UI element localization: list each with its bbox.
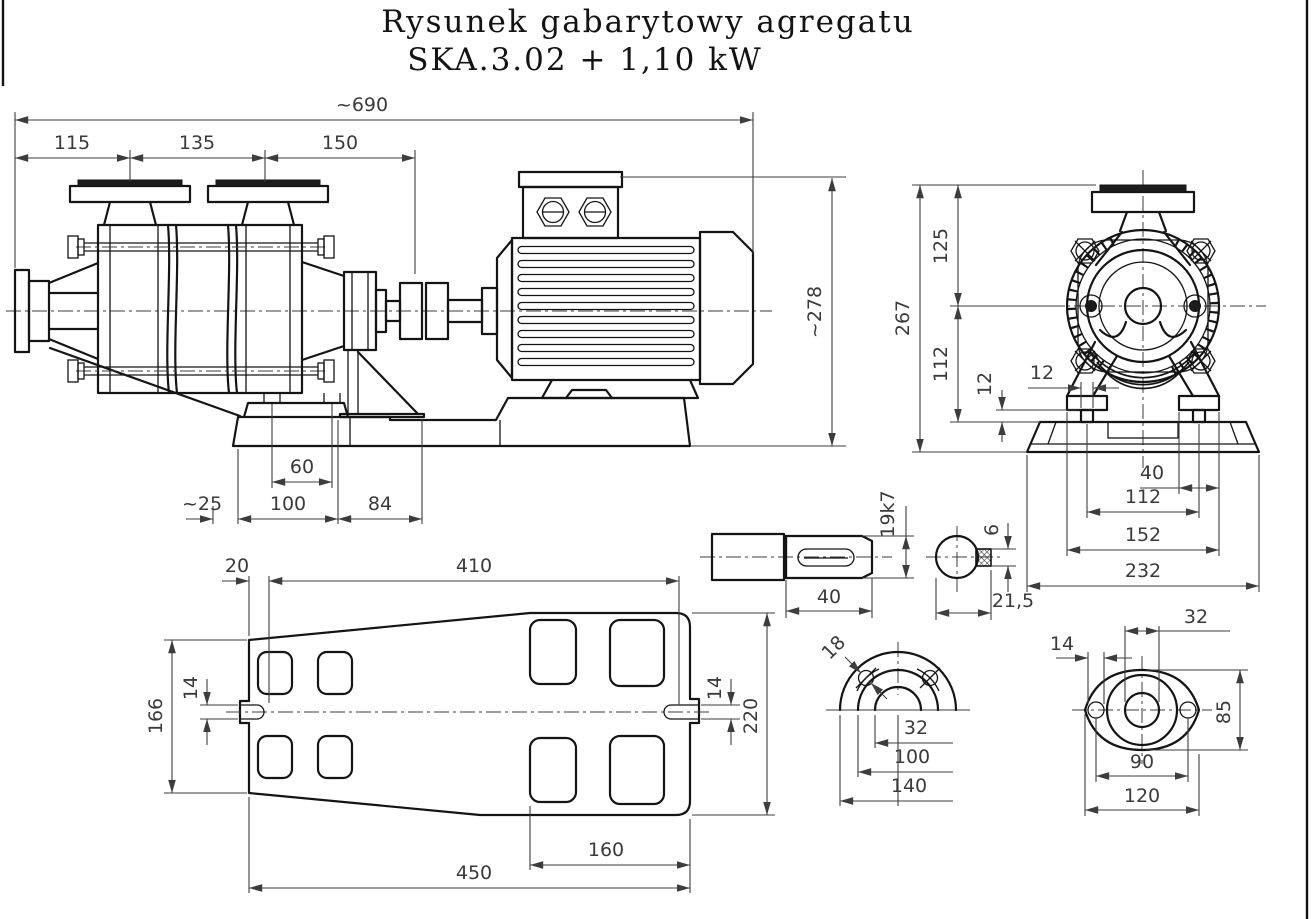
dim-base-25: ~25 — [182, 493, 222, 515]
dim-foot-112: 112 — [1125, 486, 1161, 508]
front-top-flange — [1090, 184, 1196, 267]
dim-pcd-100: 100 — [894, 746, 930, 768]
shaft-dimensions: 19k7 40 — [785, 490, 914, 618]
dim-slot-left-14: 14 — [180, 676, 202, 700]
dim-base-84: 84 — [368, 493, 392, 515]
title-block: Rysunek gabarytowy agregatu SKA.3.02 + 1… — [381, 4, 914, 78]
dim-key-height: 21,5 — [992, 590, 1034, 612]
motor-fan-cover — [698, 230, 755, 386]
suction-flange-dimensions: 18 32 100 140 — [817, 631, 953, 806]
cable-gland-icon — [578, 197, 612, 227]
dim-overall-length: ~690 — [336, 94, 388, 116]
drawing-title: Rysunek gabarytowy agregatu — [381, 4, 914, 40]
dim-axis-to-base: 112 — [930, 346, 952, 382]
tie-rods — [67, 235, 335, 383]
cable-gland-icon — [536, 197, 570, 227]
dim-motor-height: ~278 — [804, 286, 826, 338]
front-legs — [1065, 340, 1221, 424]
casing-circle — [1065, 228, 1221, 390]
port-flange-face-right — [215, 179, 321, 187]
dim-plate-450: 450 — [456, 862, 492, 884]
anchor-slot-right — [663, 704, 699, 720]
front-view-dimensions: 267 125 112 12 12 40 — [892, 184, 1260, 592]
dim-shaft-dia: 19k7 — [877, 490, 899, 537]
plate-dimensions: 20 410 166 14 14 220 160 — [145, 555, 775, 893]
flange-bolt-hole — [855, 667, 877, 689]
dim-plate-166: 166 — [145, 698, 167, 734]
dim-seg-135: 135 — [179, 132, 215, 154]
coupling — [384, 281, 499, 341]
dim-seg-115: 115 — [54, 132, 90, 154]
shaft-hole — [1123, 286, 1163, 326]
pump-casing — [96, 223, 304, 395]
casing-bolt-icon — [1186, 238, 1216, 264]
dim-base-232: 232 — [1125, 560, 1161, 582]
side-view-dimensions: ~690 115 135 150 ~278 60 ~2 — [14, 94, 846, 524]
discharge-flange-dimensions: 32 14 85 90 120 — [1050, 606, 1248, 816]
dim-shaft-length: 40 — [817, 586, 841, 608]
shaft-cross-section: 6 21,5 — [926, 523, 1034, 620]
front-base — [1025, 420, 1261, 454]
dim-plate-20: 20 — [225, 555, 249, 577]
dim-flange-85: 85 — [1213, 700, 1235, 724]
dim-pump-height: 267 — [892, 300, 914, 336]
dim-pad-width: 12 — [1030, 362, 1054, 384]
dim-pad-height: 12 — [974, 372, 996, 396]
port-flanges — [68, 179, 330, 227]
dim-plate-410: 410 — [456, 555, 492, 577]
suction-flange-view: 18 32 100 140 — [817, 631, 970, 806]
baseplate-view: 20 410 166 14 14 220 160 — [145, 555, 775, 893]
dim-neck-32: 32 — [1184, 606, 1208, 628]
flange-bolt-hole — [919, 667, 941, 689]
front-view: 267 125 112 12 12 40 — [892, 170, 1266, 592]
dim-slot-right-14: 14 — [704, 676, 726, 700]
dim-plate-220: 220 — [740, 698, 762, 734]
motor-foot — [540, 378, 700, 400]
anchor-slot-left — [240, 704, 265, 720]
dim-od-120: 120 — [1124, 785, 1160, 807]
casing-bolt-icon — [1070, 238, 1100, 264]
dim-seg-150: 150 — [322, 132, 358, 154]
dim-key-width: 6 — [981, 524, 1003, 536]
motor-fins — [517, 245, 695, 367]
discharge-flange-view: 32 14 85 90 120 — [1050, 606, 1248, 816]
dim-bore-32: 32 — [904, 717, 928, 739]
dim-flange-to-axis: 125 — [930, 228, 952, 264]
shaft-detail: 19k7 40 6 21,5 — [700, 490, 1034, 620]
dim-bolt-hole-14: 14 — [1050, 633, 1074, 655]
side-view: ~690 115 135 150 ~278 60 ~2 — [6, 94, 846, 524]
dim-foot-bolt-60: 60 — [290, 456, 314, 478]
keyway — [797, 548, 855, 567]
motor — [495, 170, 755, 400]
plate-holes — [256, 618, 666, 806]
dim-od-140: 140 — [891, 775, 927, 797]
dim-foot-152: 152 — [1125, 524, 1161, 546]
pump-foot — [242, 393, 350, 419]
dim-plate-160: 160 — [588, 839, 624, 861]
terminal-box-lid — [517, 170, 624, 189]
dim-bolt-hole-18: 18 — [817, 631, 850, 664]
dim-pcd-90: 90 — [1130, 751, 1154, 773]
baseplate-side — [231, 388, 692, 448]
drawing-subtitle: SKA.3.02 + 1,10 kW — [407, 42, 763, 78]
dim-base-100: 100 — [270, 493, 306, 515]
dim-foot-40: 40 — [1140, 462, 1164, 484]
inlet-flange — [13, 261, 242, 418]
